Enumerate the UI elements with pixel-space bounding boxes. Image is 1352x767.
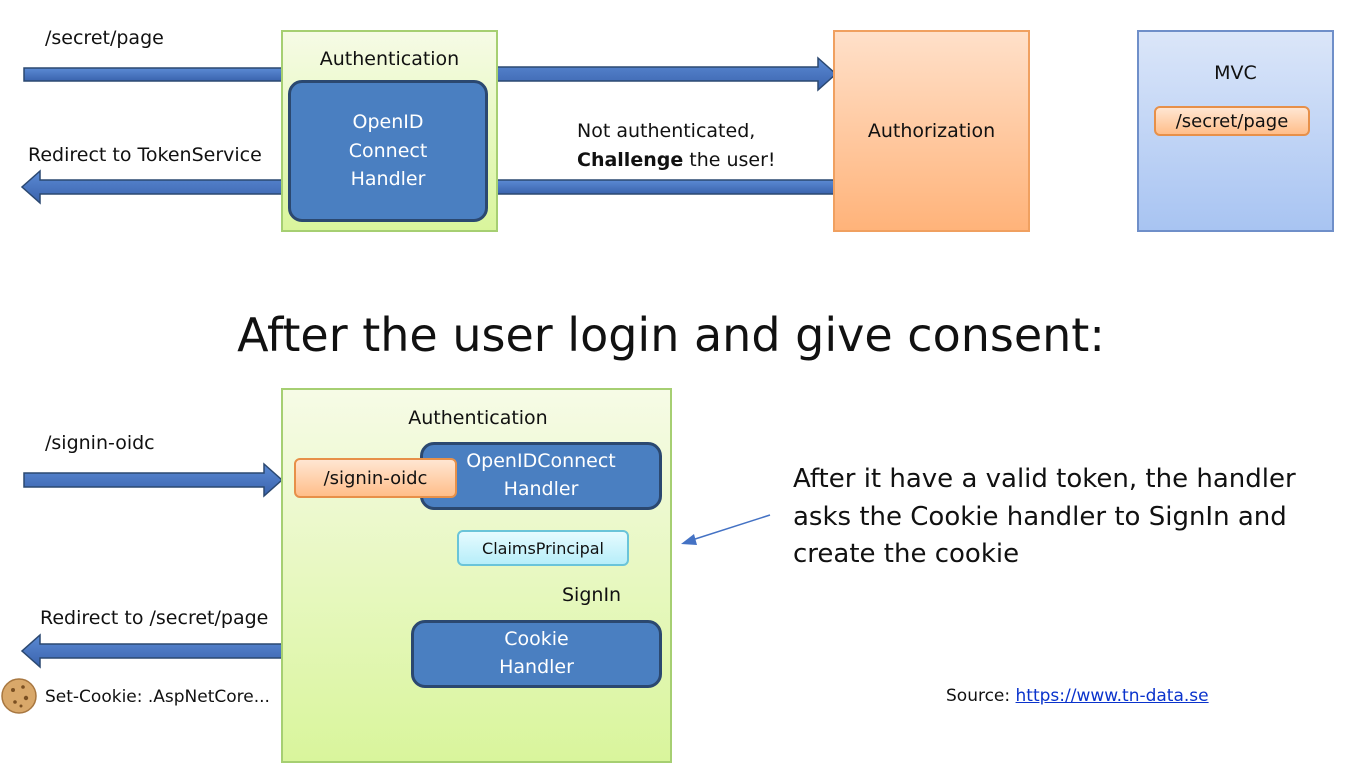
note-pointer-line xyxy=(691,514,771,541)
openid-handler-line-3: Handler xyxy=(350,168,426,191)
source-prefix: Source: xyxy=(946,686,1016,706)
signin-label: SignIn xyxy=(562,584,622,606)
request-arrow-top-2 xyxy=(496,56,838,92)
note-pointer-arrowhead xyxy=(681,534,697,545)
authorization-label: Authorization xyxy=(867,120,996,142)
challenge-bold: Challenge xyxy=(577,149,684,172)
source-link[interactable]: https://www.tn-data.se xyxy=(1015,686,1209,706)
openid-handler-line-2: Connect xyxy=(348,139,428,162)
oidc-handler-line-2: Handler xyxy=(503,478,579,500)
openid-connect-handler-bottom: OpenIDConnect Handler xyxy=(420,442,662,510)
authorization-box: Authorization xyxy=(833,30,1030,232)
redirect-arrow-top-1 xyxy=(496,179,835,195)
challenge-text: Not authenticated, Challenge the user! xyxy=(577,117,776,176)
cookie-handler-line-1: Cookie xyxy=(504,628,569,651)
openid-connect-handler-top: OpenID Connect Handler xyxy=(288,80,488,222)
challenge-line-1: Not authenticated, xyxy=(577,120,756,142)
authentication-title-bottom: Authentication xyxy=(408,407,548,429)
top-redirect-label: Redirect to TokenService xyxy=(28,144,262,166)
cookie-handler: Cookie Handler xyxy=(411,620,662,688)
bottom-redirect-label: Redirect to /secret/page xyxy=(40,607,269,629)
redirect-arrow-top-2 xyxy=(20,169,284,205)
cookie-icon xyxy=(1,678,37,714)
request-arrow-bottom xyxy=(23,462,284,498)
bottom-request-path-label: /signin-oidc xyxy=(45,432,155,454)
authentication-title-top: Authentication xyxy=(319,48,460,70)
mvc-title: MVC xyxy=(1214,62,1257,84)
claims-principal-pill: ClaimsPrincipal xyxy=(457,530,629,566)
mvc-route-pill: /secret/page xyxy=(1154,106,1310,136)
section-heading: After the user login and give consent: xyxy=(237,308,1105,362)
cookie-handler-line-2: Handler xyxy=(499,656,574,678)
top-request-path-label: /secret/page xyxy=(45,27,164,49)
openid-handler-line-1: OpenID xyxy=(352,111,424,134)
request-arrow-top-1 xyxy=(23,67,284,82)
challenge-rest: the user! xyxy=(683,149,776,172)
set-cookie-label: Set-Cookie: .AspNetCore... xyxy=(45,687,270,707)
source-credit: Source: https://www.tn-data.se xyxy=(946,686,1209,706)
explanation-note: After it have a valid token, the handler… xyxy=(793,464,1296,570)
signin-oidc-pill: /signin-oidc xyxy=(294,458,457,498)
challenge-line-2: Challenge the user! xyxy=(577,146,776,175)
oidc-handler-line-1: OpenIDConnect xyxy=(466,450,616,473)
